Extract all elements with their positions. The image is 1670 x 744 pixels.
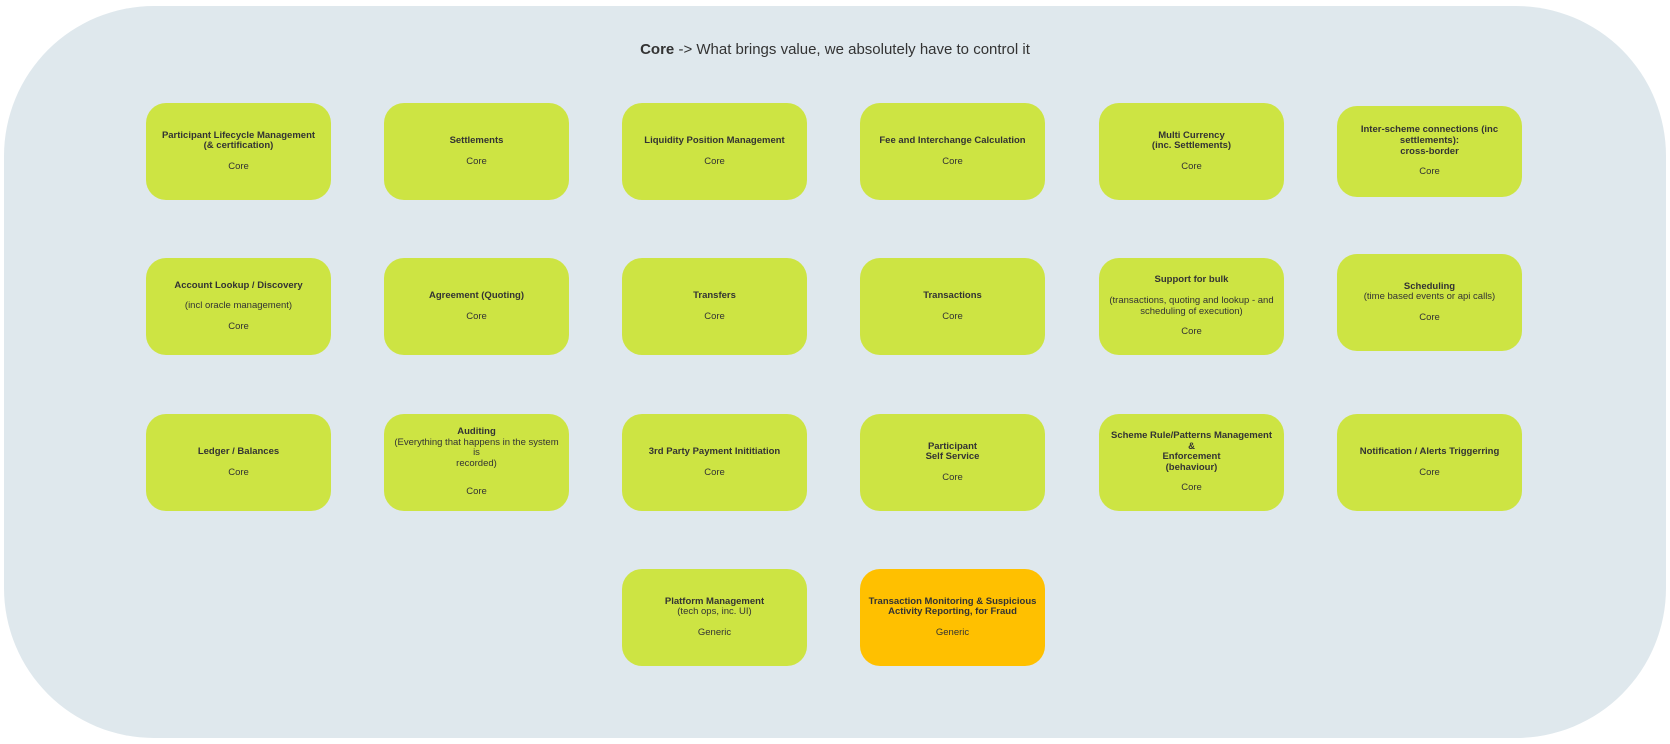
card-name: Transfers xyxy=(693,289,736,301)
diagram-title: Core -> What brings value, we absolutely… xyxy=(0,41,1670,58)
card-platform-management[interactable]: Platform Management (tech ops, inc. UI) … xyxy=(622,569,807,666)
card-participant-self-service[interactable]: Participant Self Service Core xyxy=(860,414,1045,511)
card-tag: Core xyxy=(942,310,963,322)
card-tag: Core xyxy=(1181,326,1202,338)
card-name: Settlements xyxy=(449,134,504,146)
card-auditing[interactable]: Auditing (Everything that happens in the… xyxy=(384,414,569,511)
card-name: Ledger / Balances xyxy=(197,445,280,457)
card-name: Liquidity Position Management xyxy=(644,134,785,146)
card-scheduling[interactable]: Scheduling (time based events or api cal… xyxy=(1337,254,1522,351)
card-tag: Core xyxy=(228,320,249,332)
card-name: Account Lookup / Discovery xyxy=(174,279,303,291)
card-name: Platform Management xyxy=(664,595,765,607)
card-desc: (transactions, quoting and lookup - and … xyxy=(1109,294,1274,317)
card-multi-currency[interactable]: Multi Currency (inc. Settlements) Core xyxy=(1099,103,1284,200)
card-tag: Core xyxy=(1181,482,1202,494)
card-desc: (time based events or api calls) xyxy=(1363,291,1496,303)
card-desc: (Everything that happens in the system i… xyxy=(394,436,559,469)
card-name: Scheduling xyxy=(1403,280,1456,292)
card-name: Inter-scheme connections (inc settlement… xyxy=(1360,124,1499,157)
card-tag: Core xyxy=(704,310,725,322)
card-support-bulk[interactable]: Support for bulk (transactions, quoting … xyxy=(1099,258,1284,355)
card-third-party-payment[interactable]: 3rd Party Payment Inititiation Core xyxy=(622,414,807,511)
card-participant-lifecycle[interactable]: Participant Lifecycle Management (& cert… xyxy=(146,103,331,200)
card-tag: Generic xyxy=(697,626,732,638)
card-tag: Core xyxy=(704,155,725,167)
card-tag: Core xyxy=(704,466,725,478)
card-name: Participant Lifecycle Management (& cert… xyxy=(161,129,316,152)
card-ledger-balances[interactable]: Ledger / Balances Core xyxy=(146,414,331,511)
card-name: Notification / Alerts Triggerring xyxy=(1359,445,1500,457)
card-name: Participant Self Service xyxy=(925,440,980,463)
card-desc: (tech ops, inc. UI) xyxy=(677,606,752,618)
card-notification-alerts[interactable]: Notification / Alerts Triggerring Core xyxy=(1337,414,1522,511)
card-tag: Generic xyxy=(935,626,970,638)
card-tag: Core xyxy=(1181,160,1202,172)
card-name: Scheme Rule/Patterns Management & Enforc… xyxy=(1110,429,1273,473)
card-name: 3rd Party Payment Inititiation xyxy=(648,445,781,457)
card-tag: Core xyxy=(1419,166,1440,178)
card-name: Agreement (Quoting) xyxy=(429,289,524,301)
card-tag: Core xyxy=(228,160,249,172)
title-bold: Core xyxy=(640,41,675,58)
card-tag: Core xyxy=(942,155,963,167)
card-name: Auditing xyxy=(457,425,496,437)
card-transfers[interactable]: Transfers Core xyxy=(622,258,807,355)
card-desc: (incl oracle management) xyxy=(184,300,293,312)
card-name: Support for bulk xyxy=(1154,274,1229,286)
card-tag: Core xyxy=(942,471,963,483)
card-name: Transactions xyxy=(923,289,982,301)
card-liquidity-position[interactable]: Liquidity Position Management Core xyxy=(622,103,807,200)
card-tag: Core xyxy=(228,466,249,478)
title-rest: -> What brings value, we absolutely have… xyxy=(674,41,1030,58)
card-fee-interchange[interactable]: Fee and Interchange Calculation Core xyxy=(860,103,1045,200)
card-name: Transaction Monitoring & Suspicious Acti… xyxy=(868,595,1037,618)
card-transactions[interactable]: Transactions Core xyxy=(860,258,1045,355)
card-name: Fee and Interchange Calculation xyxy=(879,134,1026,146)
card-tag: Core xyxy=(1419,311,1440,323)
card-tag: Core xyxy=(466,155,487,167)
card-account-lookup[interactable]: Account Lookup / Discovery (incl oracle … xyxy=(146,258,331,355)
card-transaction-monitoring[interactable]: Transaction Monitoring & Suspicious Acti… xyxy=(860,569,1045,666)
card-settlements[interactable]: Settlements Core xyxy=(384,103,569,200)
card-tag: Core xyxy=(1419,466,1440,478)
card-scheme-rules[interactable]: Scheme Rule/Patterns Management & Enforc… xyxy=(1099,414,1284,511)
card-tag: Core xyxy=(466,310,487,322)
card-tag: Core xyxy=(466,486,487,498)
card-name: Multi Currency (inc. Settlements) xyxy=(1151,129,1232,152)
card-inter-scheme[interactable]: Inter-scheme connections (inc settlement… xyxy=(1337,106,1522,197)
card-agreement-quoting[interactable]: Agreement (Quoting) Core xyxy=(384,258,569,355)
